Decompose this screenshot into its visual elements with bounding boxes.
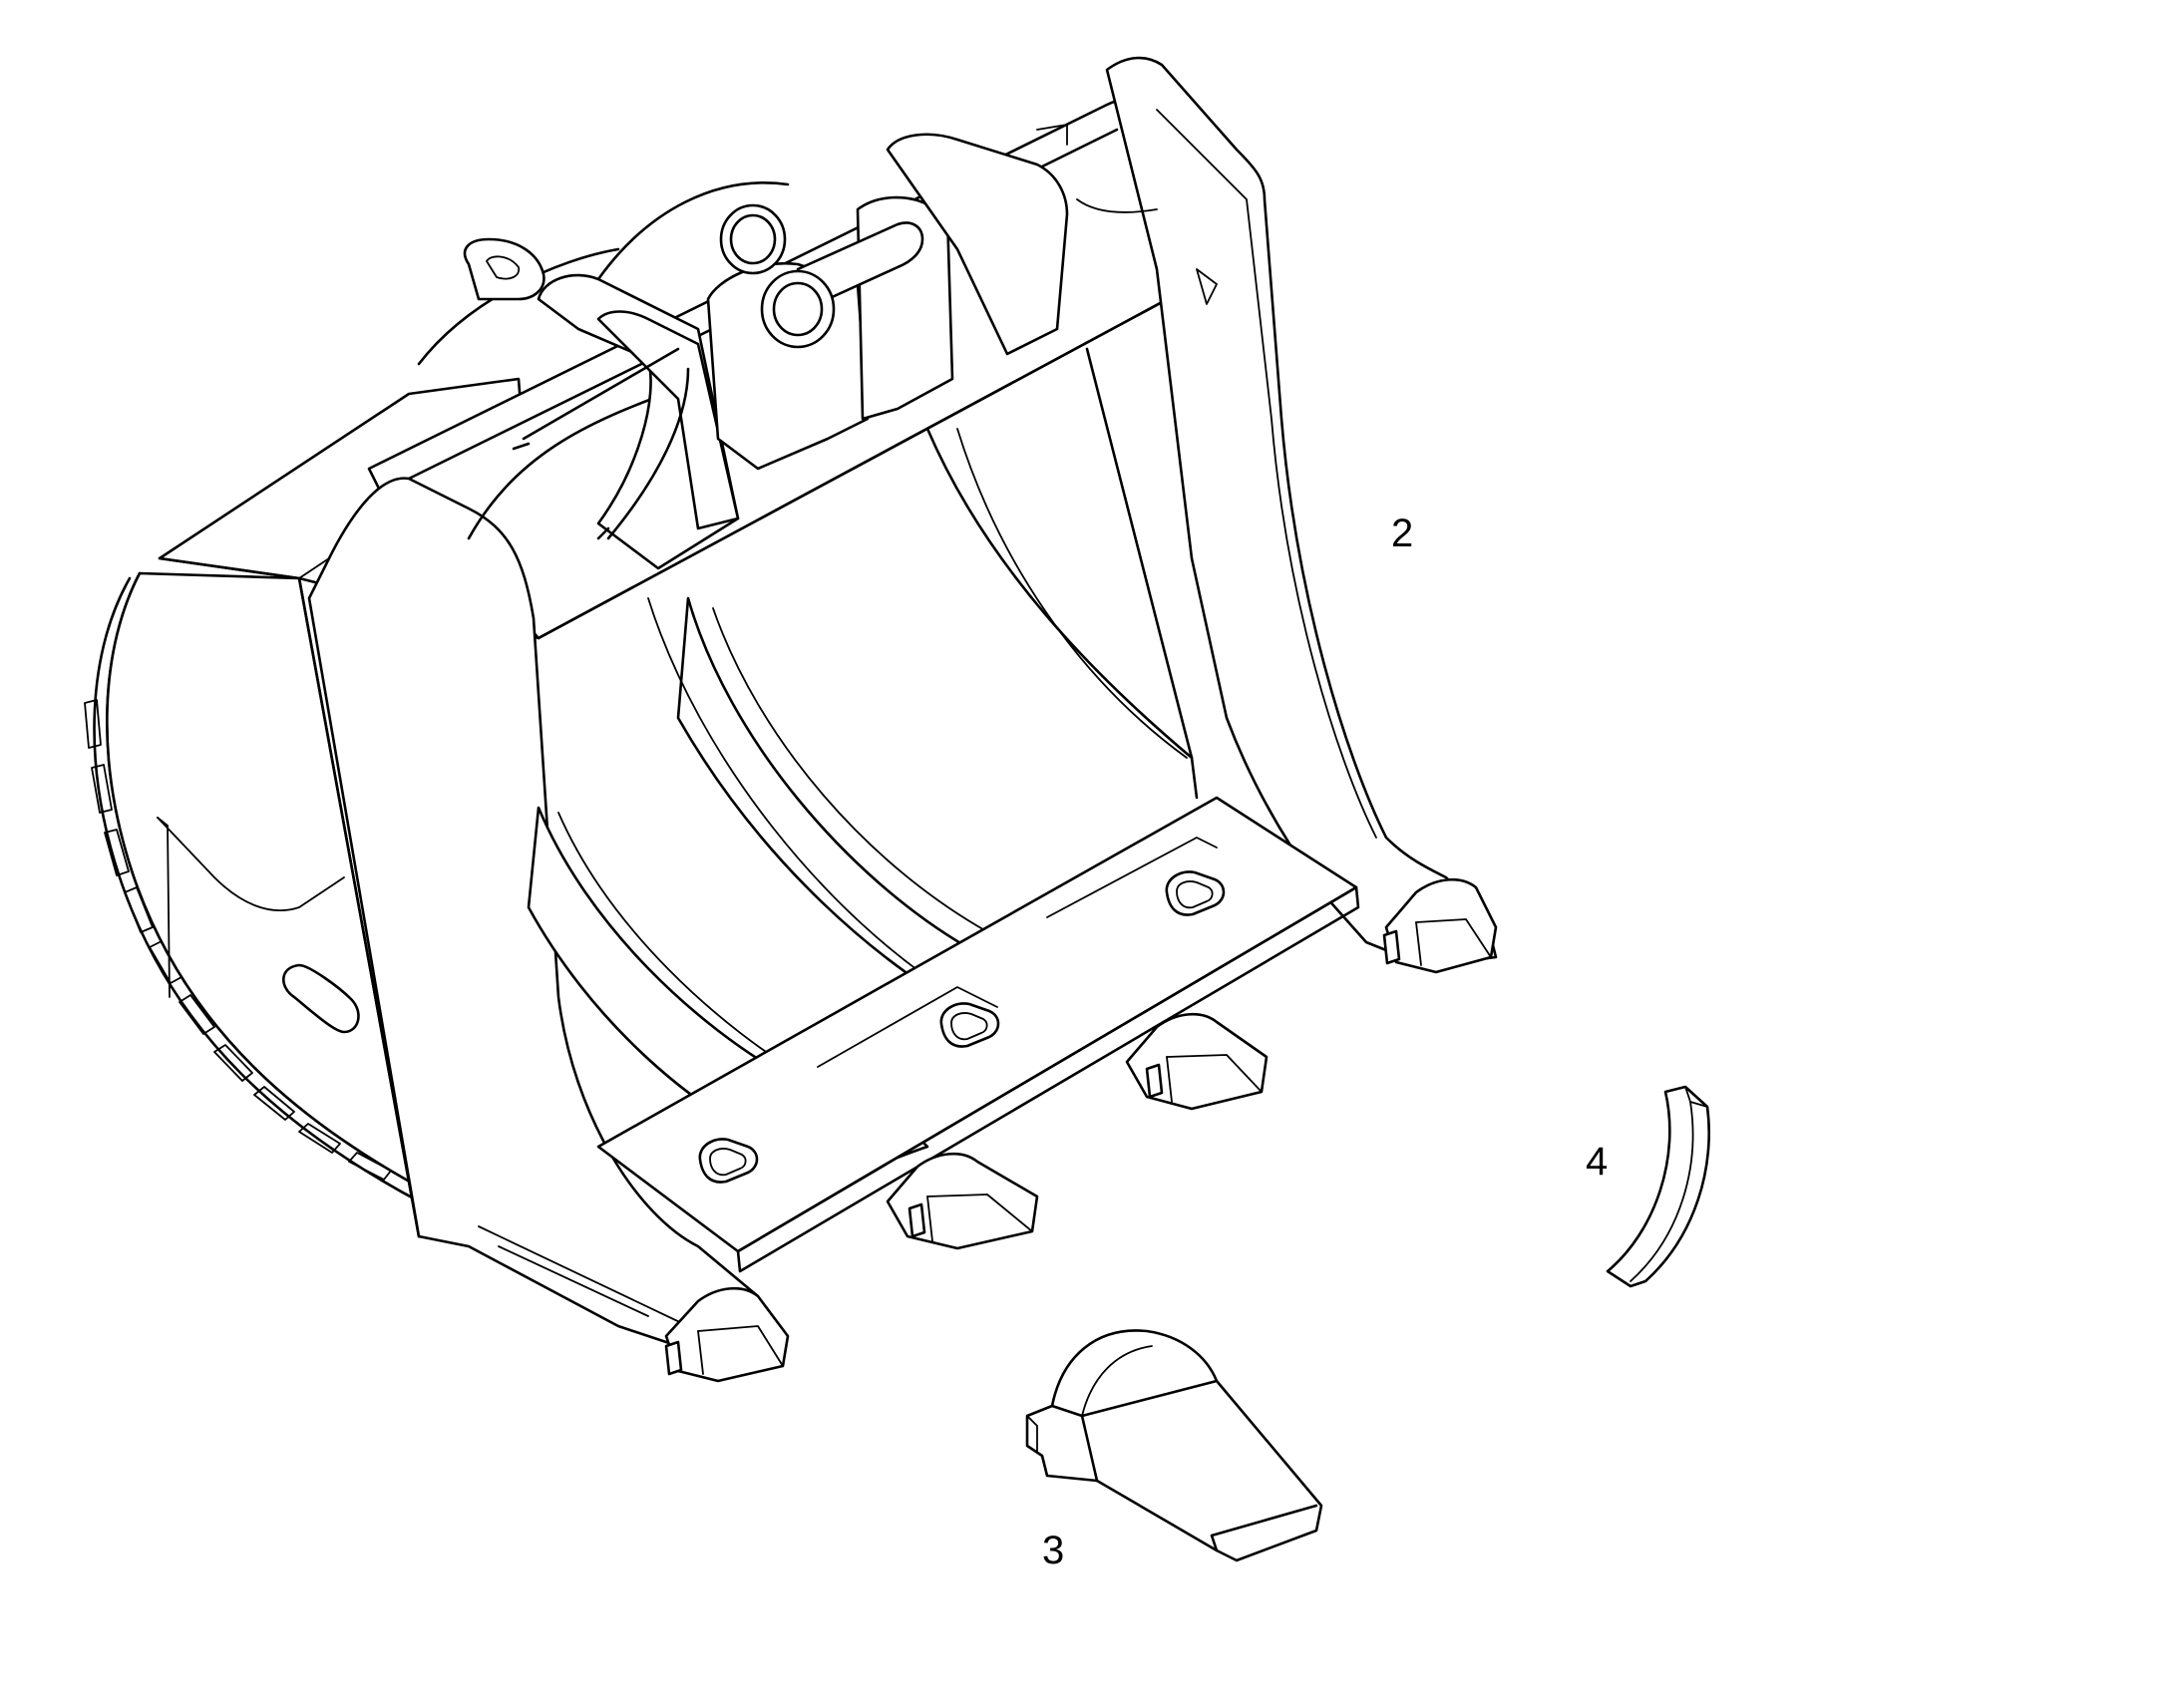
bucket-tooth-1-icon: [664, 1286, 790, 1383]
callout-side-cutter: 4: [1586, 1140, 1609, 1184]
tooth-drawing-icon: [1025, 1329, 1323, 1562]
bucket-drawing-icon: [84, 56, 1498, 1383]
callout-bucket: 2: [1391, 512, 1414, 555]
callout-tooth: 3: [1042, 1529, 1065, 1572]
bucket-tooth-3-icon: [1125, 1012, 1269, 1111]
side-cutter-drawing-icon: [1606, 1085, 1711, 1288]
bucket-tooth-4-icon: [1382, 877, 1498, 974]
bucket-tooth-2-icon: [886, 1152, 1039, 1250]
